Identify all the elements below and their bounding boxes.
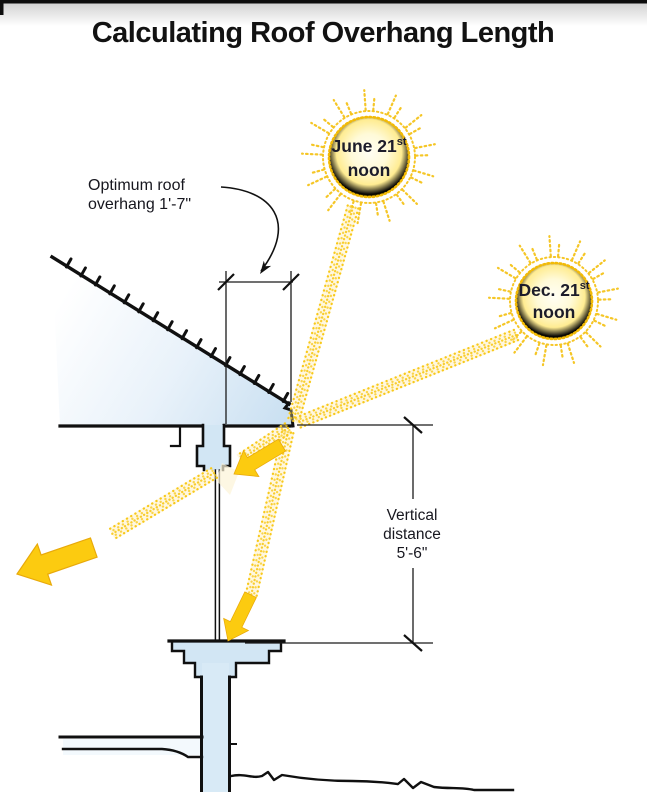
interior-casing-line [169,425,182,448]
roof-fill [52,257,293,426]
light-patch [216,463,239,495]
december-sun-rim [514,261,594,341]
window-head-jamb-left [195,423,206,472]
december-sun-body [516,263,592,339]
page-frame [0,0,647,26]
overhang-leader-arrowhead [260,260,272,274]
page-top-border [0,0,647,4]
window-sill-fill [172,641,281,677]
december-sun-rays-icon [487,235,619,367]
december-sun: Dec. 21st noon [487,235,619,367]
vertical-label-line2: distance [383,526,441,543]
page-title: Calculating Roof Overhang Length [92,17,555,49]
floor-slab-fill [63,739,200,755]
ray-arrows [16,438,287,642]
june-sun-body [329,117,409,197]
june-sun-rim [327,115,411,199]
overhang-dimension: Optimum roof overhang 1'-7" [88,177,300,424]
dec-interior-beam [108,467,218,540]
vertical-tick-top [403,416,423,434]
overhang-tick-left [217,273,235,291]
floor-slab-bottom-line [61,747,204,759]
june-sun-label-date: June 21st [332,136,407,156]
wall-below-sill-fill [202,663,229,792]
june-ray-blocked-arrow [223,591,257,642]
roof-shingle-teeth [64,257,290,403]
dec-upper-beam [293,328,520,430]
december-sun-label-time: noon [533,302,576,322]
vertical-tick-bottom [403,634,423,652]
roof-shingle-edge [49,254,292,407]
dec-ray-entry-arrow [233,438,287,478]
december-sun-label-date: Dec. 21st [518,280,589,300]
june-sun-label-time: noon [348,160,391,180]
window-sill-profile-left [170,639,203,679]
vertical-label-line3: 5'-6" [397,545,428,562]
dec-ray-interior-arrow [16,537,98,587]
june-sun: June 21st noon [300,89,436,225]
ground-line [229,770,515,792]
vertical-label-line1: Vertical [387,507,438,524]
vertical-dimension: Vertical distance 5'-6" [245,416,441,652]
june-sun-rays-icon [300,89,436,225]
window-head-fill [197,425,230,470]
house-section [49,254,515,792]
sun-beams [108,204,520,599]
page-left-border-notch [0,0,4,15]
june-upper-beam [286,204,360,425]
overhang-label-line2: overhang 1'-7" [88,196,191,213]
overhang-leader-curve [220,186,280,272]
overhang-label-line1: Optimum roof [88,177,185,194]
june-lower-beam [244,429,295,599]
overhang-tick-right [282,273,300,291]
page-top-shading [0,3,647,26]
window-sill-profile-right [228,639,283,679]
